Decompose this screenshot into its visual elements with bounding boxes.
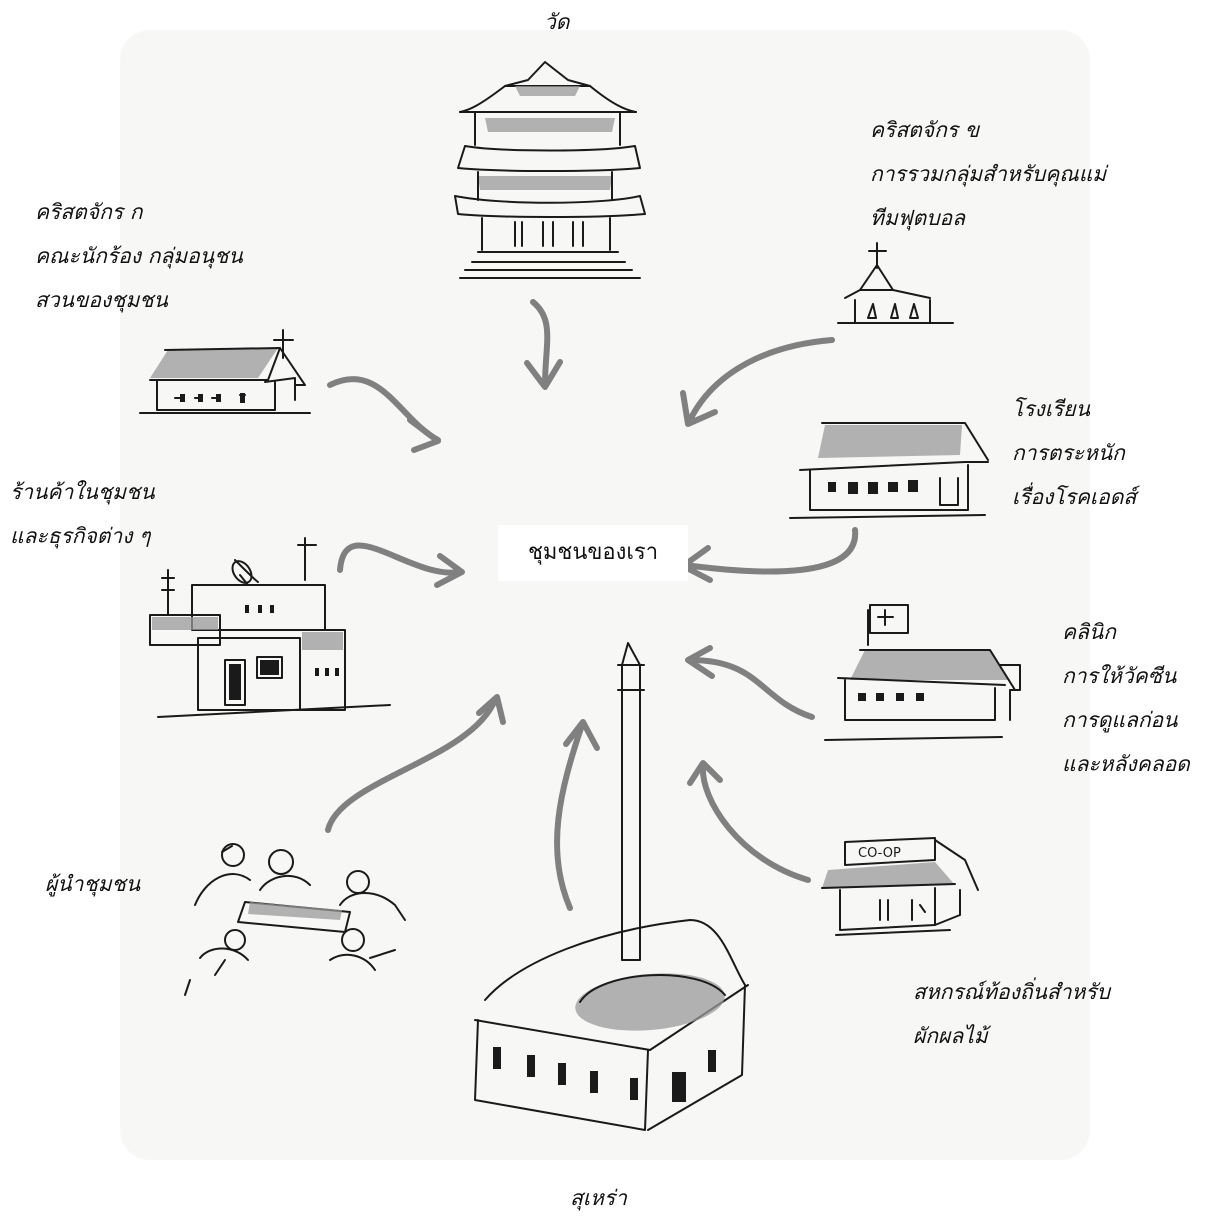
shops-drawing <box>149 537 391 718</box>
arrow-from-clinic <box>687 657 815 720</box>
arrow-from-church-b-head <box>680 390 718 427</box>
arrow-from-church-a-head <box>407 417 441 453</box>
label-mosque: สุเหร่า <box>570 1186 627 1210</box>
label-church-b: คริสตจักร ข การรวมกลุ่มสำหรับคุณแม่ ทีมฟ… <box>870 118 1107 230</box>
label-clinic: คลินิก การให้วัคซีน การดูแลก่อน และหลังค… <box>1062 620 1190 776</box>
arrow-from-temple <box>530 299 551 388</box>
arrow-from-leaders-head <box>476 694 506 725</box>
mosque-drawing <box>474 642 749 1131</box>
arrow-from-mosque-a <box>554 722 585 911</box>
arrow-from-coop-head <box>687 760 723 786</box>
church-b-drawing <box>837 242 954 324</box>
coop-drawing: CO-OP <box>821 837 979 936</box>
label-coop: สหกรณ์ท้องถิ่นสำหรับ ผักผลไม้ <box>913 980 1110 1048</box>
arrow-from-coop <box>699 762 811 883</box>
school-drawing <box>789 422 989 519</box>
center-label-community: ชุมชนของเรา <box>498 525 688 581</box>
clinic-drawing <box>824 604 1021 741</box>
label-church-a: คริสตจักร ก คณะนักร้อง กลุ่มอนุชน สวนของ… <box>35 200 243 312</box>
arrow-from-church-b <box>687 337 835 423</box>
arrow-from-temple-head <box>524 359 563 390</box>
label-leaders: ผู้นำชุมชน <box>45 872 141 896</box>
arrow-from-mosque-a-head <box>563 719 600 751</box>
label-shops: ร้านค้าในชุมชน และธุรกิจต่าง ๆ <box>10 480 155 548</box>
temple-drawing <box>454 61 646 279</box>
arrow-from-shops-head <box>434 553 465 588</box>
arrow-from-school <box>682 527 859 575</box>
arrow-from-clinic-head <box>685 645 715 679</box>
paper-background <box>120 30 1090 1160</box>
arrow-from-shops <box>337 542 463 576</box>
leaders-drawing <box>184 843 406 996</box>
church-a-drawing <box>139 329 311 414</box>
coop-sign-text: CO-OP <box>858 846 901 861</box>
label-school: โรงเรียน การตระหนัก เรื่องโรคเอดส์ <box>1012 397 1137 509</box>
arrows <box>325 299 859 911</box>
arrow-from-leaders <box>325 697 498 833</box>
label-temple: วัด <box>544 10 570 34</box>
